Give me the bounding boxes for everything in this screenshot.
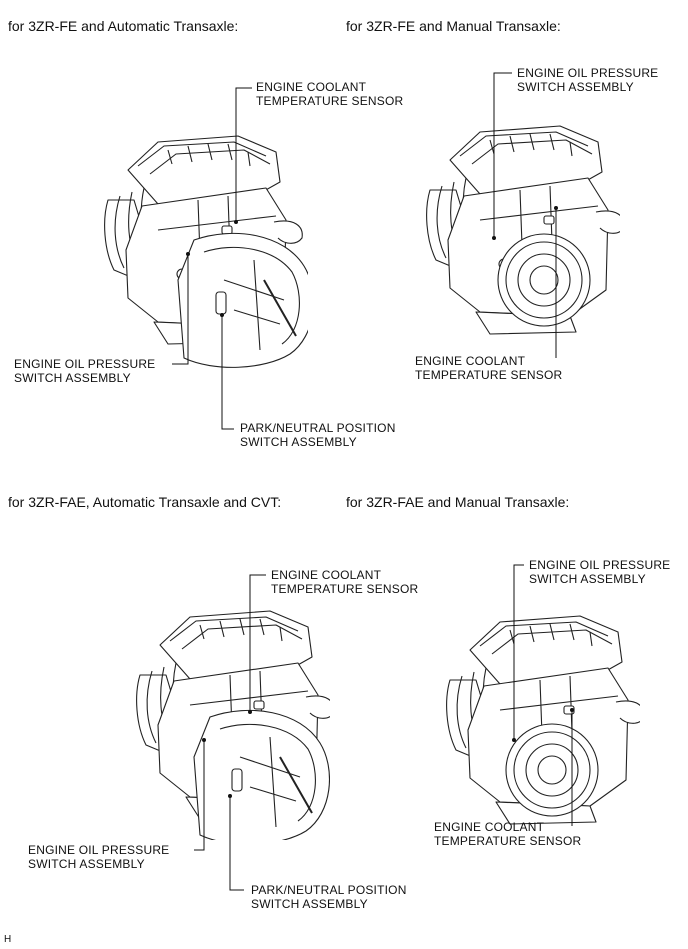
engine-automatic-transaxle-illustration [104,135,308,369]
panel-heading-3zr-fae-manual: for 3ZR-FAE and Manual Transaxle: [346,494,570,510]
engine-manual-transaxle-illustration [426,125,620,335]
engine-automatic-cvt-illustration [136,610,330,840]
panel-heading-3zr-fe-manual: for 3ZR-FE and Manual Transaxle: [346,18,561,34]
panel-heading-3zr-fe-automatic: for 3ZR-FE and Automatic Transaxle: [8,18,239,34]
panel-heading-3zr-fae-automatic-cvt: for 3ZR-FAE, Automatic Transaxle and CVT… [8,494,282,510]
engine-fae-manual-illustration [446,615,640,825]
illustration-code: H [4,934,12,945]
